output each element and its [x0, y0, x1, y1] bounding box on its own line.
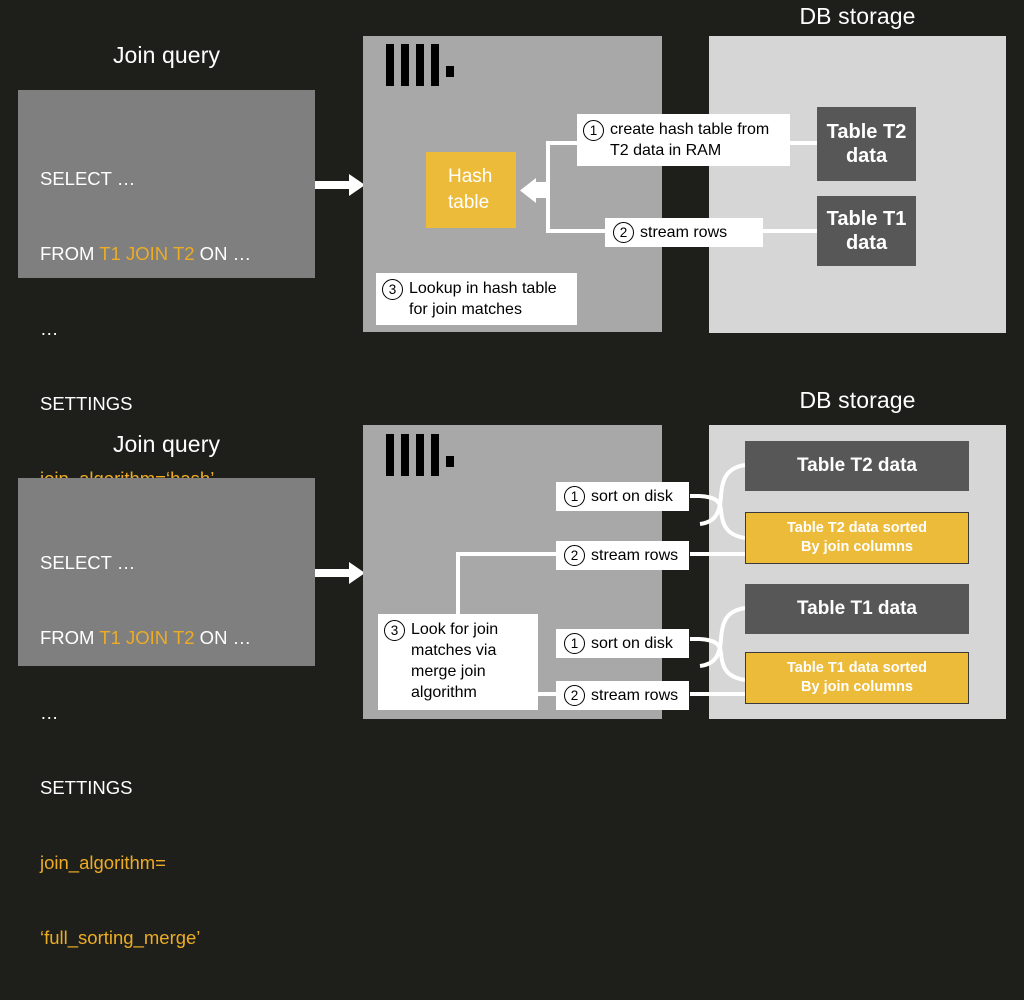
from-keyword: FROM — [40, 627, 100, 648]
callout-text: Lookup in hash table for join matches — [409, 280, 557, 318]
bottom-callout-sort-t1: 1 sort on disk — [556, 629, 689, 658]
bottom-table-t1-sorted-box: Table T1 data sorted By join columns — [745, 652, 969, 704]
step-number-badge: 2 — [613, 222, 634, 243]
top-callout-3: 3 Lookup in hash table for join matches — [376, 273, 577, 325]
bottom-db-storage-title: DB storage — [799, 387, 916, 413]
top-callout-2: 2 stream rows — [605, 218, 763, 247]
callout-text: stream rows — [591, 547, 679, 564]
bottom-table-t2-sorted-box: Table T2 data sorted By join columns — [745, 512, 969, 564]
top-query-card: SELECT … FROM T1 JOIN T2 ON … … SETTINGS… — [18, 90, 315, 489]
step-number-badge: 1 — [564, 486, 585, 507]
top-query-code: SELECT … FROM T1 JOIN T2 ON … … SETTINGS… — [40, 116, 305, 541]
top-table-t1-box: Table T1 data — [817, 196, 916, 266]
step-number-badge: 3 — [384, 620, 405, 641]
hash-table-label: Hash table — [448, 166, 493, 213]
bottom-table-t1-box: Table T1 data — [745, 584, 969, 634]
clickhouse-logo-icon — [386, 434, 456, 478]
clickhouse-logo-icon — [386, 44, 456, 88]
join-clause: T1 JOIN T2 — [99, 243, 195, 264]
callout-text: stream rows — [591, 687, 679, 704]
top-flow-arrow-icon — [315, 172, 367, 203]
join-clause: T1 JOIN T2 — [99, 627, 195, 648]
top-db-storage-title: DB storage — [799, 3, 916, 29]
callout-text: Look for join matches via merge join alg… — [411, 621, 499, 701]
query-line-select: SELECT … — [40, 168, 136, 189]
bottom-callout-stream-t2: 2 stream rows — [556, 541, 689, 570]
bottom-callout-stream-t1: 2 stream rows — [556, 681, 689, 710]
diagram-canvas: Join query DB storage SELECT … FROM T1 J… — [18, 3, 1006, 948]
on-clause: ON … — [194, 627, 252, 648]
callout-text: stream rows — [640, 224, 728, 241]
query-line-settings: SETTINGS — [40, 393, 133, 414]
query-line-select: SELECT … — [40, 552, 136, 573]
hash-table-box: Hash table — [426, 152, 516, 228]
callout-text: create hash table from T2 data in RAM — [610, 121, 770, 159]
query-line-join-algorithm: join_algorithm= — [40, 852, 166, 873]
bottom-callout-sort-t2: 1 sort on disk — [556, 482, 689, 511]
step-number-badge: 2 — [564, 545, 585, 566]
query-line-settings: SETTINGS — [40, 777, 133, 798]
step-number-badge: 1 — [564, 633, 585, 654]
query-line-ellipsis: … — [40, 318, 59, 339]
bottom-callout-merge-join: 3 Look for join matches via merge join a… — [378, 614, 538, 710]
query-line-ellipsis: … — [40, 702, 59, 723]
top-connectors — [520, 141, 817, 233]
step-number-badge: 1 — [583, 120, 604, 141]
callout-text: sort on disk — [591, 635, 673, 652]
top-join-query-title: Join query — [112, 42, 221, 68]
bottom-connectors — [456, 463, 746, 696]
from-keyword: FROM — [40, 243, 100, 264]
on-clause: ON … — [194, 243, 252, 264]
query-line-from: FROM T1 JOIN T2 ON … — [40, 241, 305, 266]
bottom-flow-arrow-icon — [315, 560, 367, 591]
top-callout-1: 1 create hash table from T2 data in RAM — [577, 114, 790, 166]
query-line-join-algorithm-value: ‘full_sorting_merge’ — [40, 927, 201, 948]
callout-text: sort on disk — [591, 488, 673, 505]
query-line-from: FROM T1 JOIN T2 ON … — [40, 625, 305, 650]
top-table-t2-box: Table T2 data — [817, 107, 916, 181]
bottom-table-t2-box: Table T2 data — [745, 441, 969, 491]
step-number-badge: 3 — [382, 279, 403, 300]
bottom-join-query-title: Join query — [112, 431, 221, 457]
step-number-badge: 2 — [564, 685, 585, 706]
top-storage-panel — [709, 36, 1006, 333]
